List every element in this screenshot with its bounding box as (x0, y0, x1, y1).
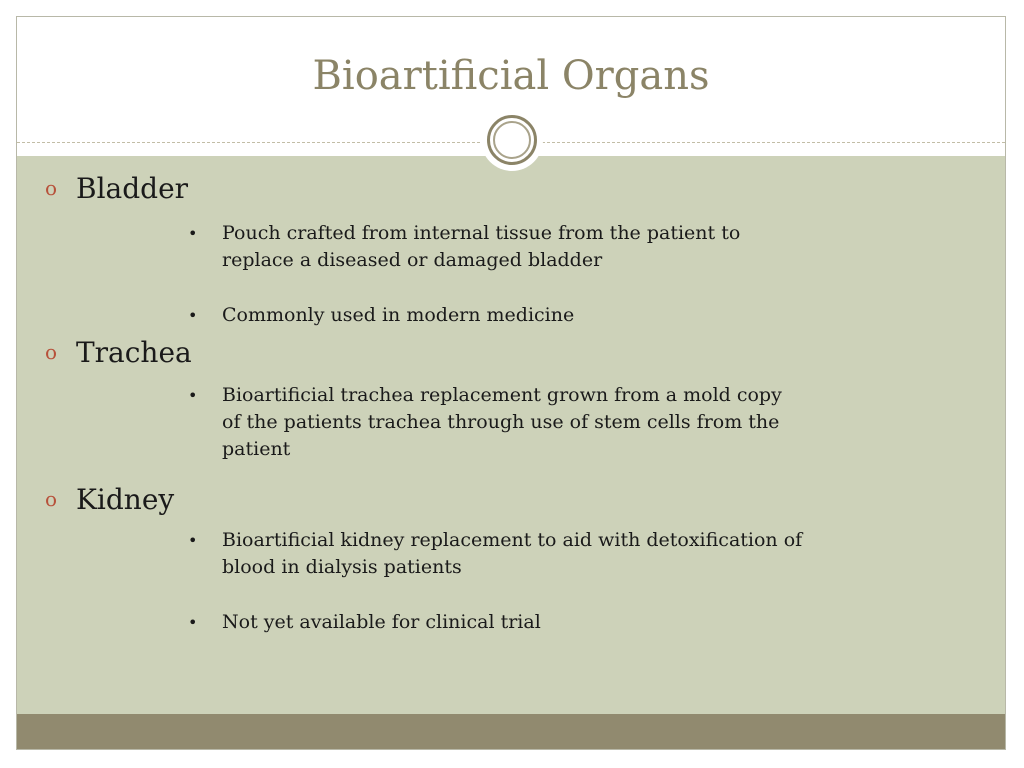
section-heading-kidney: o Kidney (45, 483, 174, 516)
bullet-text: Pouch crafted from internal tissue from … (222, 222, 741, 271)
content-area: o Bladder • Pouch crafted from internal t… (17, 156, 1005, 716)
circle-ornament-icon (481, 109, 543, 171)
bullet-dot-icon: • (188, 306, 198, 325)
bullet-text: Bioartificial kidney replacement to aid … (222, 529, 803, 578)
section-heading-label: Bladder (76, 172, 189, 205)
bullet-point: • Bioartificial kidney replacement to ai… (185, 527, 805, 581)
hollow-circle-bullet-icon: o (45, 340, 58, 364)
hollow-circle-bullet-icon: o (45, 487, 58, 511)
slide-title: Bioartificial Organs (312, 53, 710, 99)
footer-bar (17, 714, 1005, 749)
section-heading-bladder: o Bladder (45, 172, 188, 205)
bullet-dot-icon: • (188, 224, 198, 243)
bullet-text: Not yet available for clinical trial (222, 611, 541, 633)
bullet-text: Bioartificial trachea replacement grown … (222, 384, 782, 460)
bullet-dot-icon: • (188, 386, 198, 405)
slide: Bioartificial Organs o Bladder • Pouch cr… (16, 16, 1006, 750)
bullet-point: • Not yet available for clinical trial (185, 609, 805, 636)
bullet-dot-icon: • (188, 531, 198, 550)
section-heading-trachea: o Trachea (45, 336, 192, 369)
section-heading-label: Trachea (76, 336, 192, 369)
bullet-dot-icon: • (188, 613, 198, 632)
section-heading-label: Kidney (76, 483, 175, 516)
bullet-point: • Commonly used in modern medicine (185, 302, 805, 329)
bullet-point: • Pouch crafted from internal tissue fro… (185, 220, 805, 274)
bullet-text: Commonly used in modern medicine (222, 304, 575, 326)
bullet-point: • Bioartificial trachea replacement grow… (185, 382, 805, 463)
ornament-inner-ring (493, 121, 531, 159)
hollow-circle-bullet-icon: o (45, 176, 58, 200)
